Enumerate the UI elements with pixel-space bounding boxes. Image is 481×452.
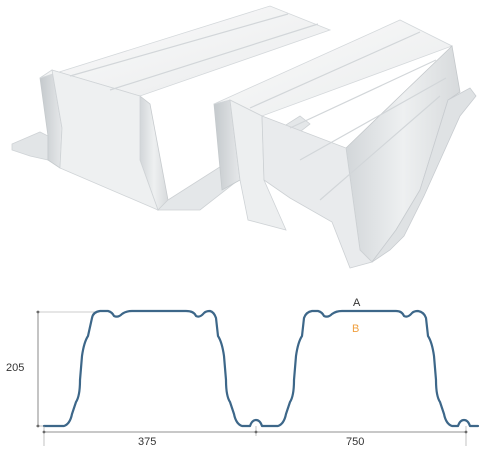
height-dim-tick-bottom	[36, 424, 40, 428]
sheet-left-flange	[11, 131, 49, 161]
height-dim-tick-top	[36, 310, 40, 314]
cross-section-drawing: 205 A B 375 750	[6, 297, 480, 448]
side-a-label: A	[353, 297, 361, 309]
sheet-right-flange	[371, 87, 477, 263]
height-label: 205	[6, 362, 24, 374]
sheet-stiffener-lines	[69, 13, 447, 201]
width-dim-tick-left	[42, 430, 46, 434]
width-dim-tick-mid	[254, 430, 258, 434]
width-dim-tick-right	[464, 430, 468, 434]
trapezoid-profile-line	[42, 309, 480, 428]
sheet-3d-render	[11, 5, 477, 269]
sheet-rib1-top	[39, 5, 332, 97]
width-half-label: 375	[138, 436, 156, 448]
side-b-label: B	[352, 323, 359, 335]
width-full-label: 750	[346, 436, 364, 448]
sheet-rib2-right-face	[261, 115, 373, 269]
